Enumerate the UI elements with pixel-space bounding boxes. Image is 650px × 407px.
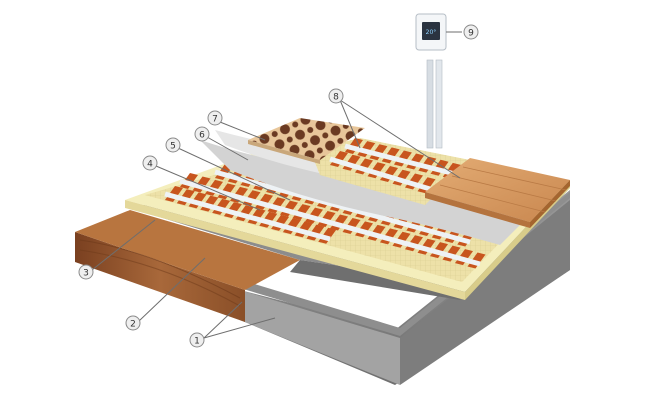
callout-label: 8 — [333, 93, 339, 103]
thermostat-readout: 20° — [426, 29, 437, 36]
callout-5: 5 — [165, 137, 181, 153]
callout-circle — [194, 126, 210, 142]
cable-tape — [179, 178, 481, 267]
cable-tape — [344, 143, 456, 177]
cable-segment — [380, 166, 398, 182]
cable-tape — [329, 156, 431, 192]
wood-flooring — [425, 158, 570, 228]
callout-circle — [142, 155, 158, 171]
callout-7: 7 — [207, 110, 223, 126]
callout-label: 5 — [170, 142, 176, 152]
callout-2: 2 — [125, 315, 141, 331]
thermostat: 20° — [415, 13, 447, 149]
ceramic-tile — [248, 118, 365, 164]
cable-tape — [214, 169, 471, 245]
wood-subfloor — [75, 210, 300, 322]
callouts: 1 2 3 4 5 67 8 9 — [78, 24, 479, 348]
callout-4: 4 — [142, 155, 158, 171]
cable-segment — [342, 154, 361, 171]
cable-segment — [405, 173, 423, 190]
callout-circle — [125, 315, 141, 331]
concrete-base — [240, 190, 570, 385]
thermostat-screen — [422, 22, 440, 40]
callout-6: 6 — [194, 126, 210, 142]
callout-circle — [328, 88, 344, 104]
callout-label: 7 — [212, 115, 218, 125]
callout-circle — [165, 137, 181, 153]
callout-label: 1 — [194, 337, 200, 347]
callout-circle — [78, 264, 94, 280]
cable-segment — [330, 151, 348, 167]
callout-label: 3 — [83, 269, 89, 279]
cable-segment — [392, 169, 411, 186]
cable-segment — [367, 162, 386, 179]
callout-1: 1 — [189, 332, 205, 348]
callout-3: 3 — [78, 264, 94, 280]
callout-label: 9 — [468, 29, 474, 39]
cable-tape — [164, 191, 331, 242]
callout-9: 9 — [463, 24, 479, 40]
callout-8: 8 — [328, 88, 344, 104]
callout-circle — [463, 24, 479, 40]
callout-label: 2 — [130, 320, 136, 330]
cable-segment — [355, 158, 373, 175]
cable-segment — [417, 177, 436, 194]
callout-label: 6 — [199, 131, 205, 141]
leader-lines — [91, 31, 462, 339]
callout-label: 4 — [147, 160, 153, 170]
callout-circle — [189, 332, 205, 348]
callout-circle — [207, 110, 223, 126]
